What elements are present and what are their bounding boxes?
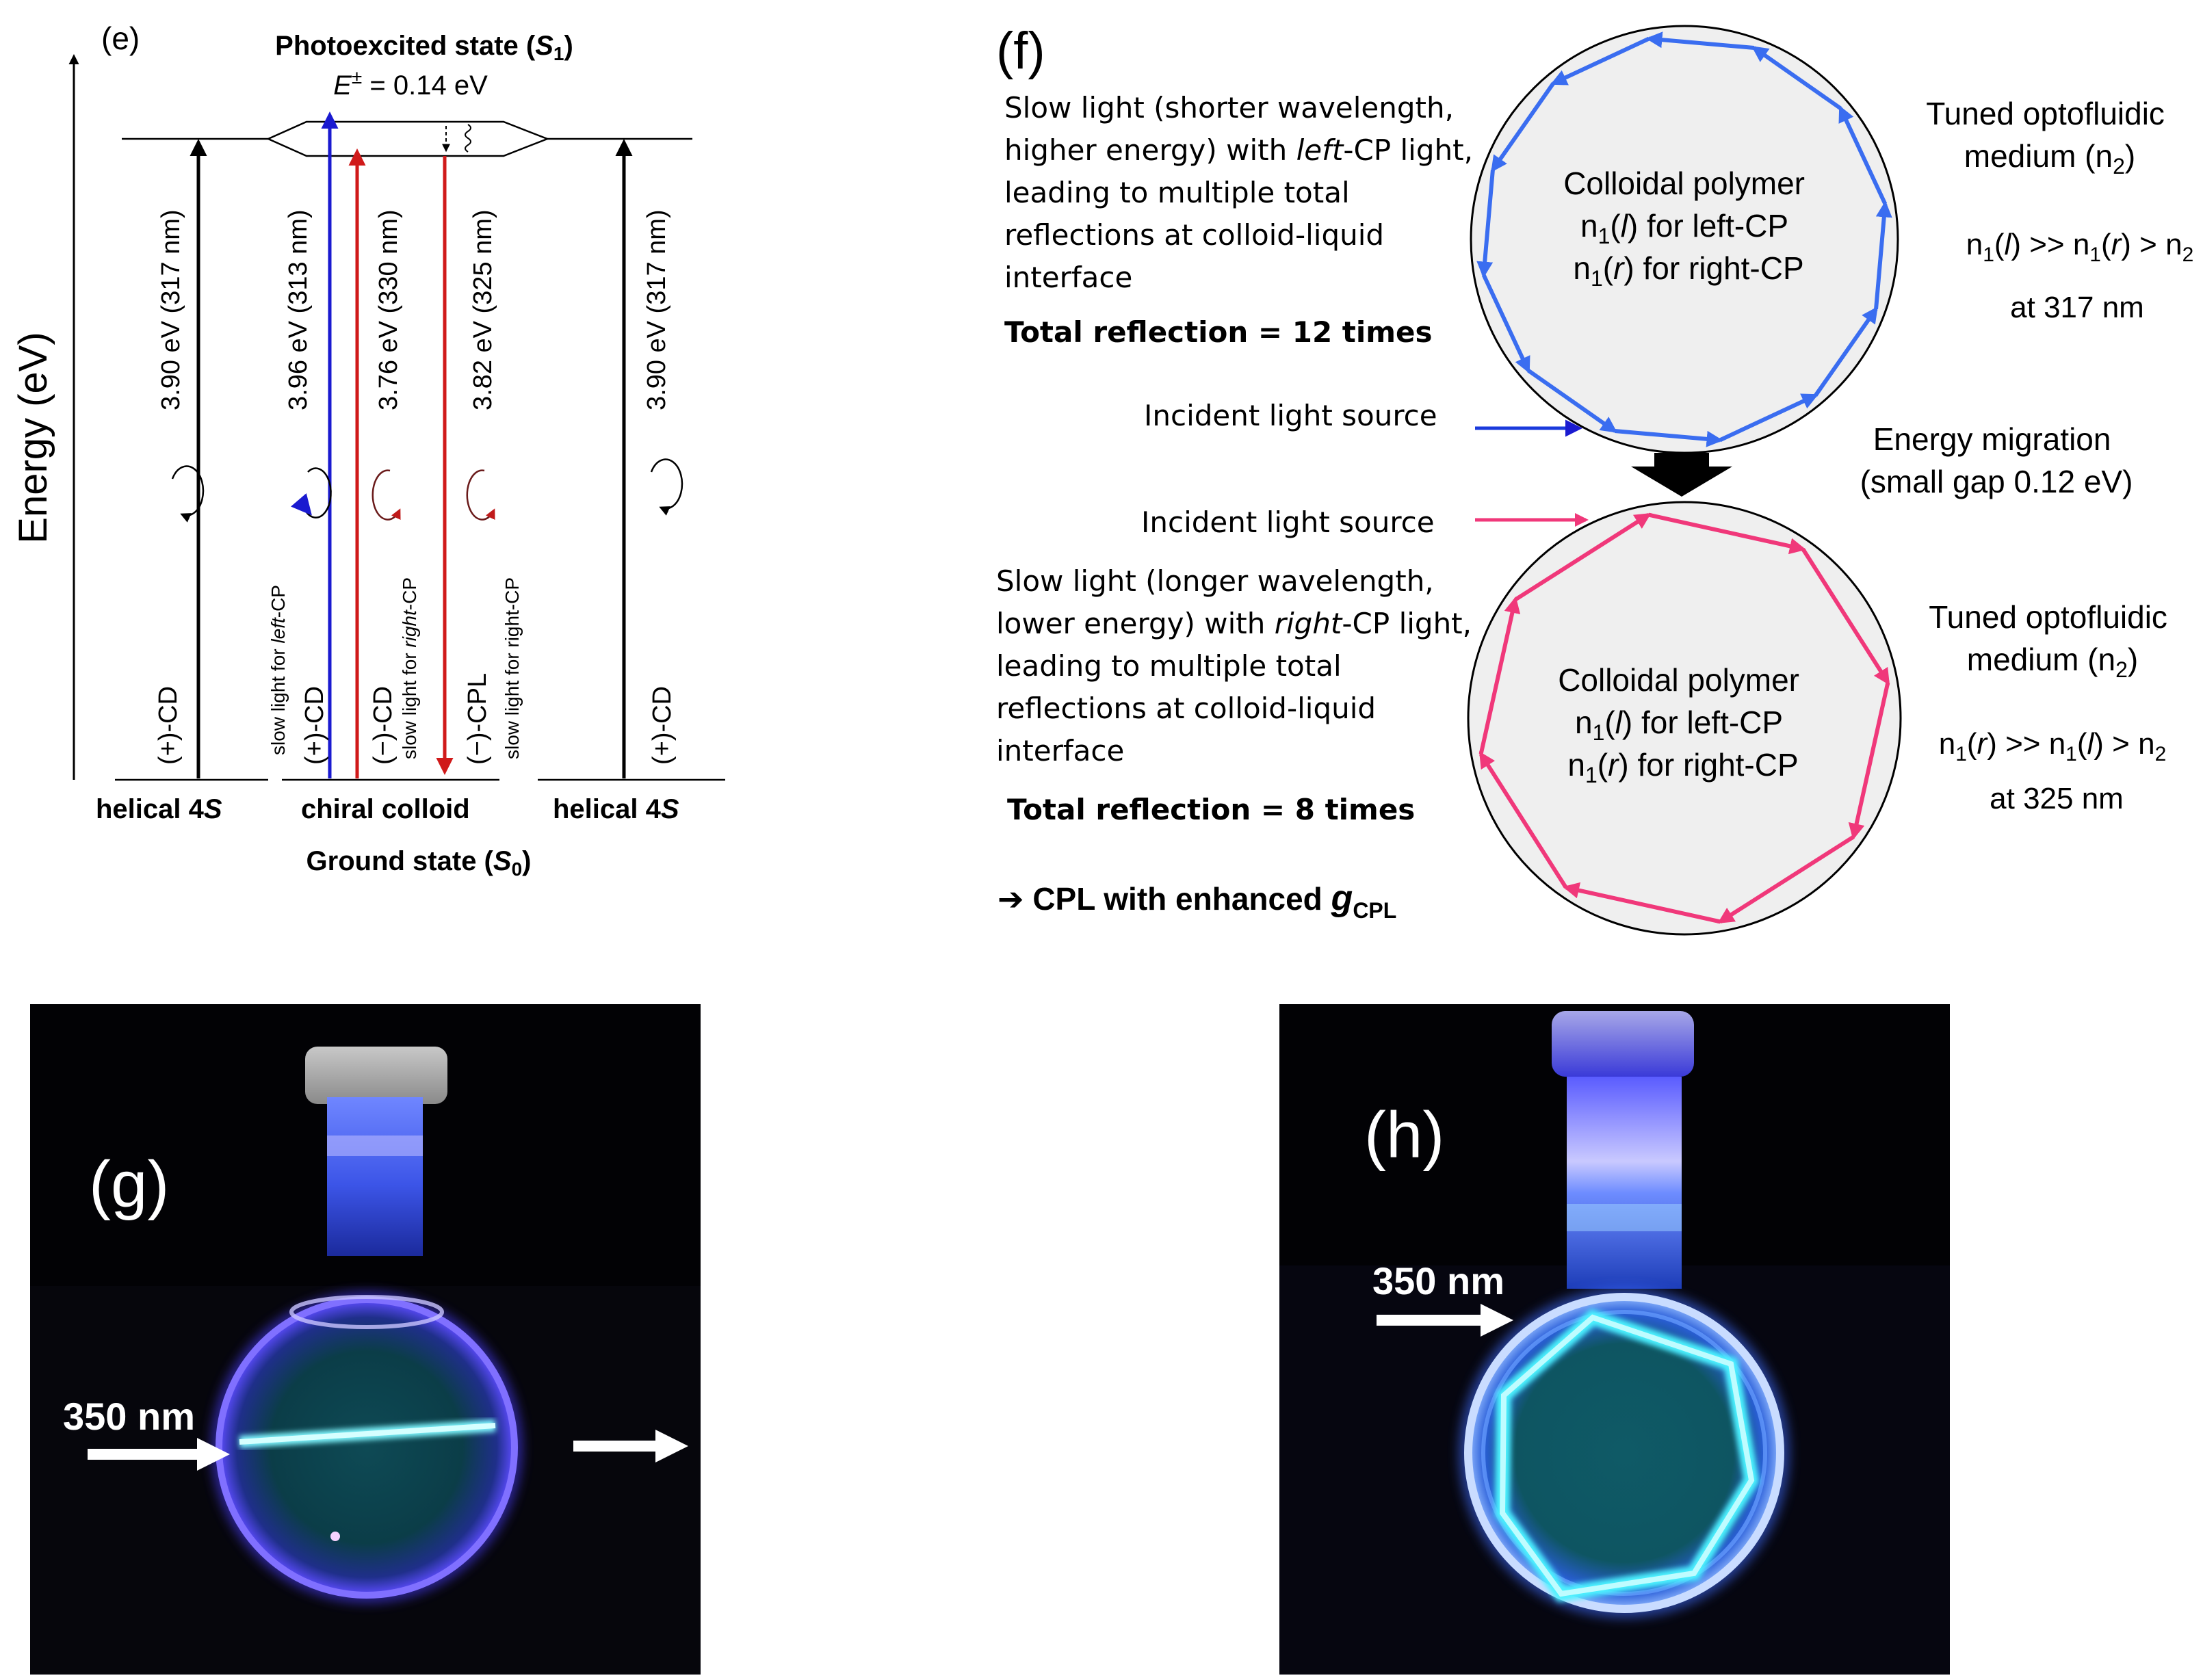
- wavelength-label-h: 350 nm: [1372, 1259, 1504, 1302]
- incident-light-label-2: Incident light source: [1141, 506, 1435, 539]
- wavelength-label-g: 350 nm: [63, 1395, 195, 1438]
- top-description: Slow light (shorter wavelength, higher e…: [1004, 91, 1482, 294]
- energy-label-1: 3.90 eV (317 nm): [157, 209, 185, 410]
- excited-level-band: [265, 120, 550, 157]
- flask-h-inner-rim: [1481, 1310, 1767, 1596]
- bottomReflections-segment-5: [1563, 882, 1721, 924]
- flask-h-reflection-path: [1499, 1314, 1755, 1597]
- flask-h-stopper-cap: [1552, 1011, 1694, 1077]
- flask-g-neck: [327, 1097, 423, 1256]
- bottomReflections-segment-8: [1514, 513, 1652, 602]
- ground-label-left: helical 4S: [96, 794, 222, 824]
- slow-light-right-cp-2: slow light for right-CP: [501, 577, 523, 759]
- cd-label-minus: (−)-CD: [369, 686, 397, 765]
- relaxation-wavy: [465, 124, 471, 153]
- cd-label-plus: (+)-CD: [300, 686, 329, 765]
- bottomReflections-segment-3: [1848, 681, 1890, 840]
- panel-e: (e) Energy (eV) Photoexcited state (S1) …: [11, 21, 725, 880]
- conclusion-text: ➔ CPL with enhanced gCPL: [998, 878, 1396, 923]
- topReflections-segment-5: [1838, 105, 1888, 205]
- incident-light-label-1: Incident light source: [1144, 399, 1437, 432]
- panel-h-photo: 350 nm (h): [1279, 1004, 1950, 1675]
- energy-label-4: 3.82 eV (325 nm): [469, 209, 497, 410]
- top-reflection-path: [1476, 31, 1892, 447]
- bottom-total-reflection: Total reflection = 8 times: [1007, 793, 1415, 826]
- slow-light-right-cp: slow light for right-CP: [399, 577, 420, 759]
- energy-label-5: 3.90 eV (317 nm): [642, 209, 671, 410]
- topReflections-segment-10: [1476, 169, 1495, 278]
- bottomReflections-segment-2: [1801, 548, 1890, 685]
- flask-g-light-beam: [239, 1423, 496, 1445]
- cpl-label-minus: (−)-CPL: [463, 673, 492, 765]
- topReflections-segment-6: [1751, 46, 1842, 110]
- flask-g-neck-ring: [327, 1136, 423, 1156]
- bottom-tuned-medium: Tuned optofluidic medium (n2): [1929, 599, 2176, 682]
- top-total-reflection: Total reflection = 12 times: [1004, 315, 1433, 349]
- topReflections-segment-7: [1645, 31, 1755, 50]
- bottomReflections-segment-1: [1647, 512, 1806, 555]
- panel-h-label: (h): [1364, 1099, 1444, 1172]
- bottom-colloid-circle: [1467, 501, 1902, 936]
- flask-g-spot: [330, 1532, 340, 1541]
- cd-label-left: (+)-CD: [154, 686, 183, 765]
- ground-label-center: chiral colloid: [301, 794, 470, 824]
- panel-g-photo: 350 nm (g): [30, 1004, 701, 1675]
- top-wavelength: at 317 nm: [2010, 291, 2144, 324]
- bottom-refractive-relation: n1(r) >> n1(l) > n2: [1939, 727, 2167, 765]
- topReflections-segment-11: [1481, 274, 1530, 373]
- bottomReflections-segment-6: [1479, 751, 1568, 889]
- top-tuned-medium: Tuned optofluidic medium (n2): [1926, 96, 2173, 179]
- ground-label-right: helical 4S: [553, 794, 679, 824]
- topReflections-segment-3: [1814, 306, 1878, 397]
- flask-h-body: [1464, 1293, 1784, 1613]
- top-circle-text: Colloidal polymer n1(l) for left-CP n1(r…: [1563, 166, 1814, 291]
- flask-g-stopper-cap: [305, 1047, 447, 1104]
- panel-f: (f) Slow light (shorter wavelength, high…: [996, 22, 2194, 936]
- topReflections-segment-2: [1719, 393, 1819, 443]
- rotation-icon-5: [650, 458, 683, 516]
- bottomReflections-segment-7: [1478, 596, 1521, 755]
- rotation-icon-3: [371, 469, 401, 521]
- panel-f-label: (f): [996, 22, 1045, 80]
- energy-label-3: 3.76 eV (330 nm): [374, 209, 403, 410]
- flask-h-neck-band: [1567, 1204, 1682, 1231]
- energy-migration-arrow: [1631, 453, 1732, 497]
- energy-gap-label: E± = 0.14 eV: [333, 66, 488, 101]
- topReflections-segment-9: [1491, 81, 1555, 173]
- cd-label-right: (+)-CD: [648, 686, 677, 765]
- topReflections-segment-8: [1550, 36, 1650, 86]
- bottomReflections-segment-4: [1717, 835, 1855, 923]
- panel-e-label: (e): [101, 21, 140, 56]
- rotation-icon-2: [304, 467, 332, 519]
- energy-migration-label: Energy migration (small gap 0.12 eV): [1860, 421, 2133, 499]
- bottom-wavelength: at 325 nm: [1990, 782, 2124, 815]
- flask-h-neck: [1567, 1077, 1682, 1289]
- slow-light-left-cp: slow light for left-CP: [268, 585, 289, 755]
- bottom-circle-text: Colloidal polymer n1(l) for left-CP n1(r…: [1558, 662, 1808, 787]
- bottom-reflection-path: [1478, 512, 1890, 924]
- topReflections-segment-12: [1526, 369, 1618, 433]
- panel-g-label: (g): [89, 1148, 169, 1221]
- top-refractive-relation: n1(l) >> n1(r) > n2: [1966, 228, 2194, 266]
- ground-state-title: Ground state (S0): [307, 846, 532, 880]
- topReflections-segment-1: [1614, 429, 1723, 447]
- flask-g-top-rim: [289, 1295, 444, 1329]
- rotation-icon-4: [466, 469, 495, 521]
- energy-label-2: 3.96 eV (313 nm): [284, 209, 313, 410]
- rotation-icon-1: [171, 465, 205, 523]
- bottom-description: Slow light (longer wavelength, lower ene…: [996, 564, 1481, 767]
- rotation-icon-2-tip: [290, 493, 312, 516]
- energy-axis-label: Energy (eV): [11, 332, 55, 543]
- topReflections-segment-4: [1874, 200, 1892, 310]
- flask-g-body: [216, 1296, 518, 1599]
- excited-state-title: Photoexcited state (S1): [275, 31, 573, 64]
